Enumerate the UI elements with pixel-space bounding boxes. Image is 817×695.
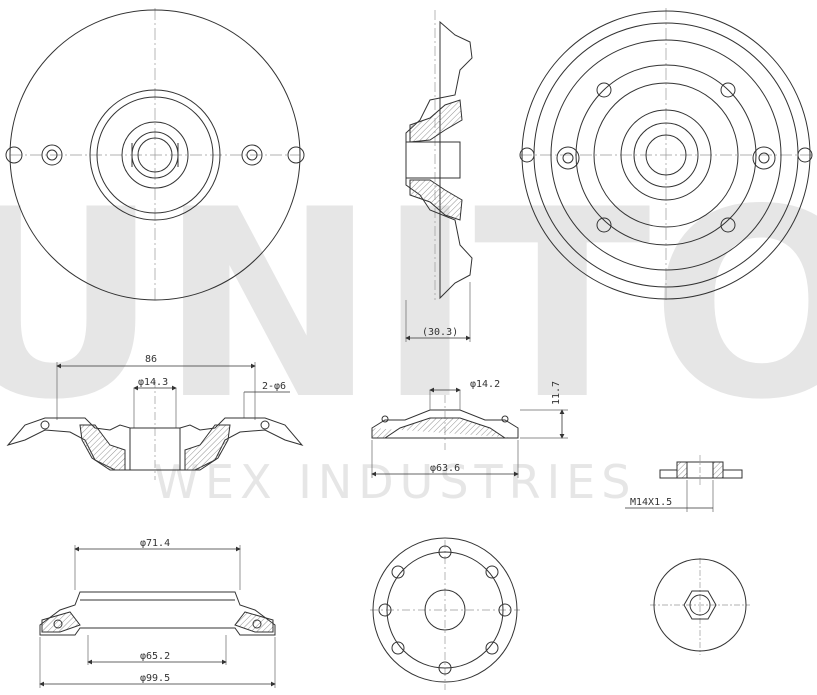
dim-span-86: 86 (145, 354, 157, 365)
dim-dia-63-6: φ63.6 (430, 463, 460, 474)
view-front-top-left (5, 8, 305, 302)
view-side-section (405, 10, 473, 342)
view-bearing-section (39, 545, 276, 688)
watermark-company: WEX INDUSTRIES (154, 455, 637, 509)
watermark-brand: UNITO (0, 155, 817, 457)
view-plate-section (371, 387, 568, 478)
dim-height-side: (30.3) (422, 327, 458, 338)
view-nut-top (650, 558, 750, 655)
view-plate-top (370, 537, 520, 690)
view-section-mid-left (6, 362, 304, 480)
dim-height-11-7: 11.7 (551, 381, 562, 405)
dim-holes-2x6: 2-φ6 (262, 381, 286, 392)
view-nut-section (625, 455, 743, 512)
dim-dia-99-5: φ99.5 (140, 673, 170, 684)
dim-dia-71-4: φ71.4 (140, 538, 170, 549)
dim-dia-14-3: φ14.3 (138, 377, 168, 388)
dim-dia-65-2: φ65.2 (140, 651, 170, 662)
view-front-top-right (519, 8, 815, 302)
dim-thread: M14X1.5 (630, 497, 672, 508)
watermark: UNITO WEX INDUSTRIES (0, 155, 817, 509)
dim-dia-14-2: φ14.2 (470, 379, 500, 390)
